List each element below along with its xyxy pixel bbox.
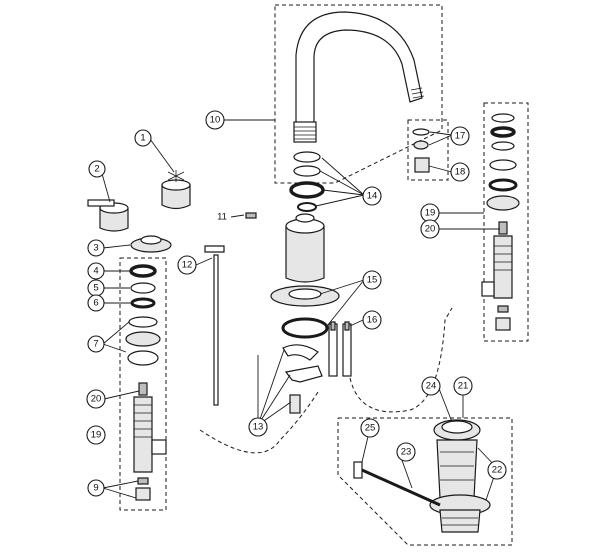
svg-text:25: 25 — [365, 423, 376, 434]
svg-text:10: 10 — [210, 115, 221, 126]
svg-text:3: 3 — [93, 243, 98, 254]
drain-assembly — [353, 419, 491, 533]
svg-text:7: 7 — [93, 339, 98, 350]
callout-21: 21 — [453, 376, 473, 396]
svg-text:20: 20 — [425, 224, 436, 235]
callout-1: 1 — [134, 129, 152, 147]
callout-4: 4 — [87, 262, 105, 280]
svg-text:19: 19 — [425, 208, 436, 219]
lift-rod — [204, 245, 225, 406]
svg-text:14: 14 — [367, 191, 378, 202]
callout-10: 10 — [205, 110, 225, 130]
callout-13: 13 — [248, 417, 268, 437]
callout-20-right: 20 — [420, 219, 440, 239]
handle-base — [130, 235, 172, 253]
svg-text:15: 15 — [367, 275, 378, 286]
callout-23: 23 — [396, 442, 416, 462]
left-valve-stack — [125, 264, 167, 501]
spout-body — [285, 213, 325, 283]
mounting-clips — [282, 344, 323, 414]
svg-text:12: 12 — [182, 260, 193, 271]
supply-hoses — [328, 321, 352, 377]
callout-19-right: 19 — [420, 203, 440, 223]
callout-12: 12 — [177, 255, 197, 275]
svg-text:2: 2 — [94, 164, 99, 175]
hose-routing — [349, 307, 453, 413]
svg-text:5: 5 — [93, 283, 98, 294]
callout-3: 3 — [87, 239, 105, 257]
svg-text:20: 20 — [91, 394, 102, 405]
right-valve-stack — [481, 113, 520, 331]
svg-text:19: 19 — [91, 430, 102, 441]
aerator-parts — [412, 128, 430, 173]
lever-handle — [87, 199, 129, 232]
callout-19-left: 19 — [86, 425, 106, 445]
callout-17: 17 — [450, 126, 470, 146]
spout-o-rings — [289, 151, 325, 212]
svg-text:13: 13 — [253, 422, 264, 433]
callout-7: 7 — [87, 335, 105, 353]
svg-text:22: 22 — [492, 465, 503, 476]
label-11: 11 — [217, 212, 227, 223]
svg-text:6: 6 — [93, 298, 98, 309]
svg-text:21: 21 — [458, 381, 469, 392]
spout-group-box — [274, 4, 443, 184]
svg-text:9: 9 — [93, 483, 98, 494]
callout-25: 25 — [360, 418, 380, 438]
callout-18: 18 — [450, 162, 470, 182]
svg-text:24: 24 — [426, 381, 437, 392]
set-screw — [245, 212, 257, 219]
callout-5: 5 — [87, 279, 105, 297]
drain-group-box — [337, 417, 513, 546]
callout-6: 6 — [87, 294, 105, 312]
left-valve-group-box — [119, 257, 167, 511]
svg-text:1: 1 — [140, 133, 145, 144]
svg-text:18: 18 — [455, 167, 466, 178]
callout-20-left: 20 — [86, 389, 106, 409]
callout-9: 9 — [87, 479, 105, 497]
left-hose-routing — [199, 391, 319, 454]
callout-2: 2 — [88, 160, 106, 178]
callout-24: 24 — [421, 376, 441, 396]
callout-15: 15 — [362, 270, 382, 290]
aerator-group-box — [407, 119, 449, 181]
callout-14: 14 — [362, 186, 382, 206]
svg-text:4: 4 — [93, 266, 98, 277]
callout-22: 22 — [487, 460, 507, 480]
svg-text:17: 17 — [455, 131, 466, 142]
svg-text:23: 23 — [401, 447, 412, 458]
callout-16: 16 — [362, 310, 382, 330]
spout-part — [293, 11, 425, 143]
svg-text:16: 16 — [367, 315, 378, 326]
right-valve-group-box — [483, 102, 529, 342]
cross-handle — [161, 170, 191, 210]
